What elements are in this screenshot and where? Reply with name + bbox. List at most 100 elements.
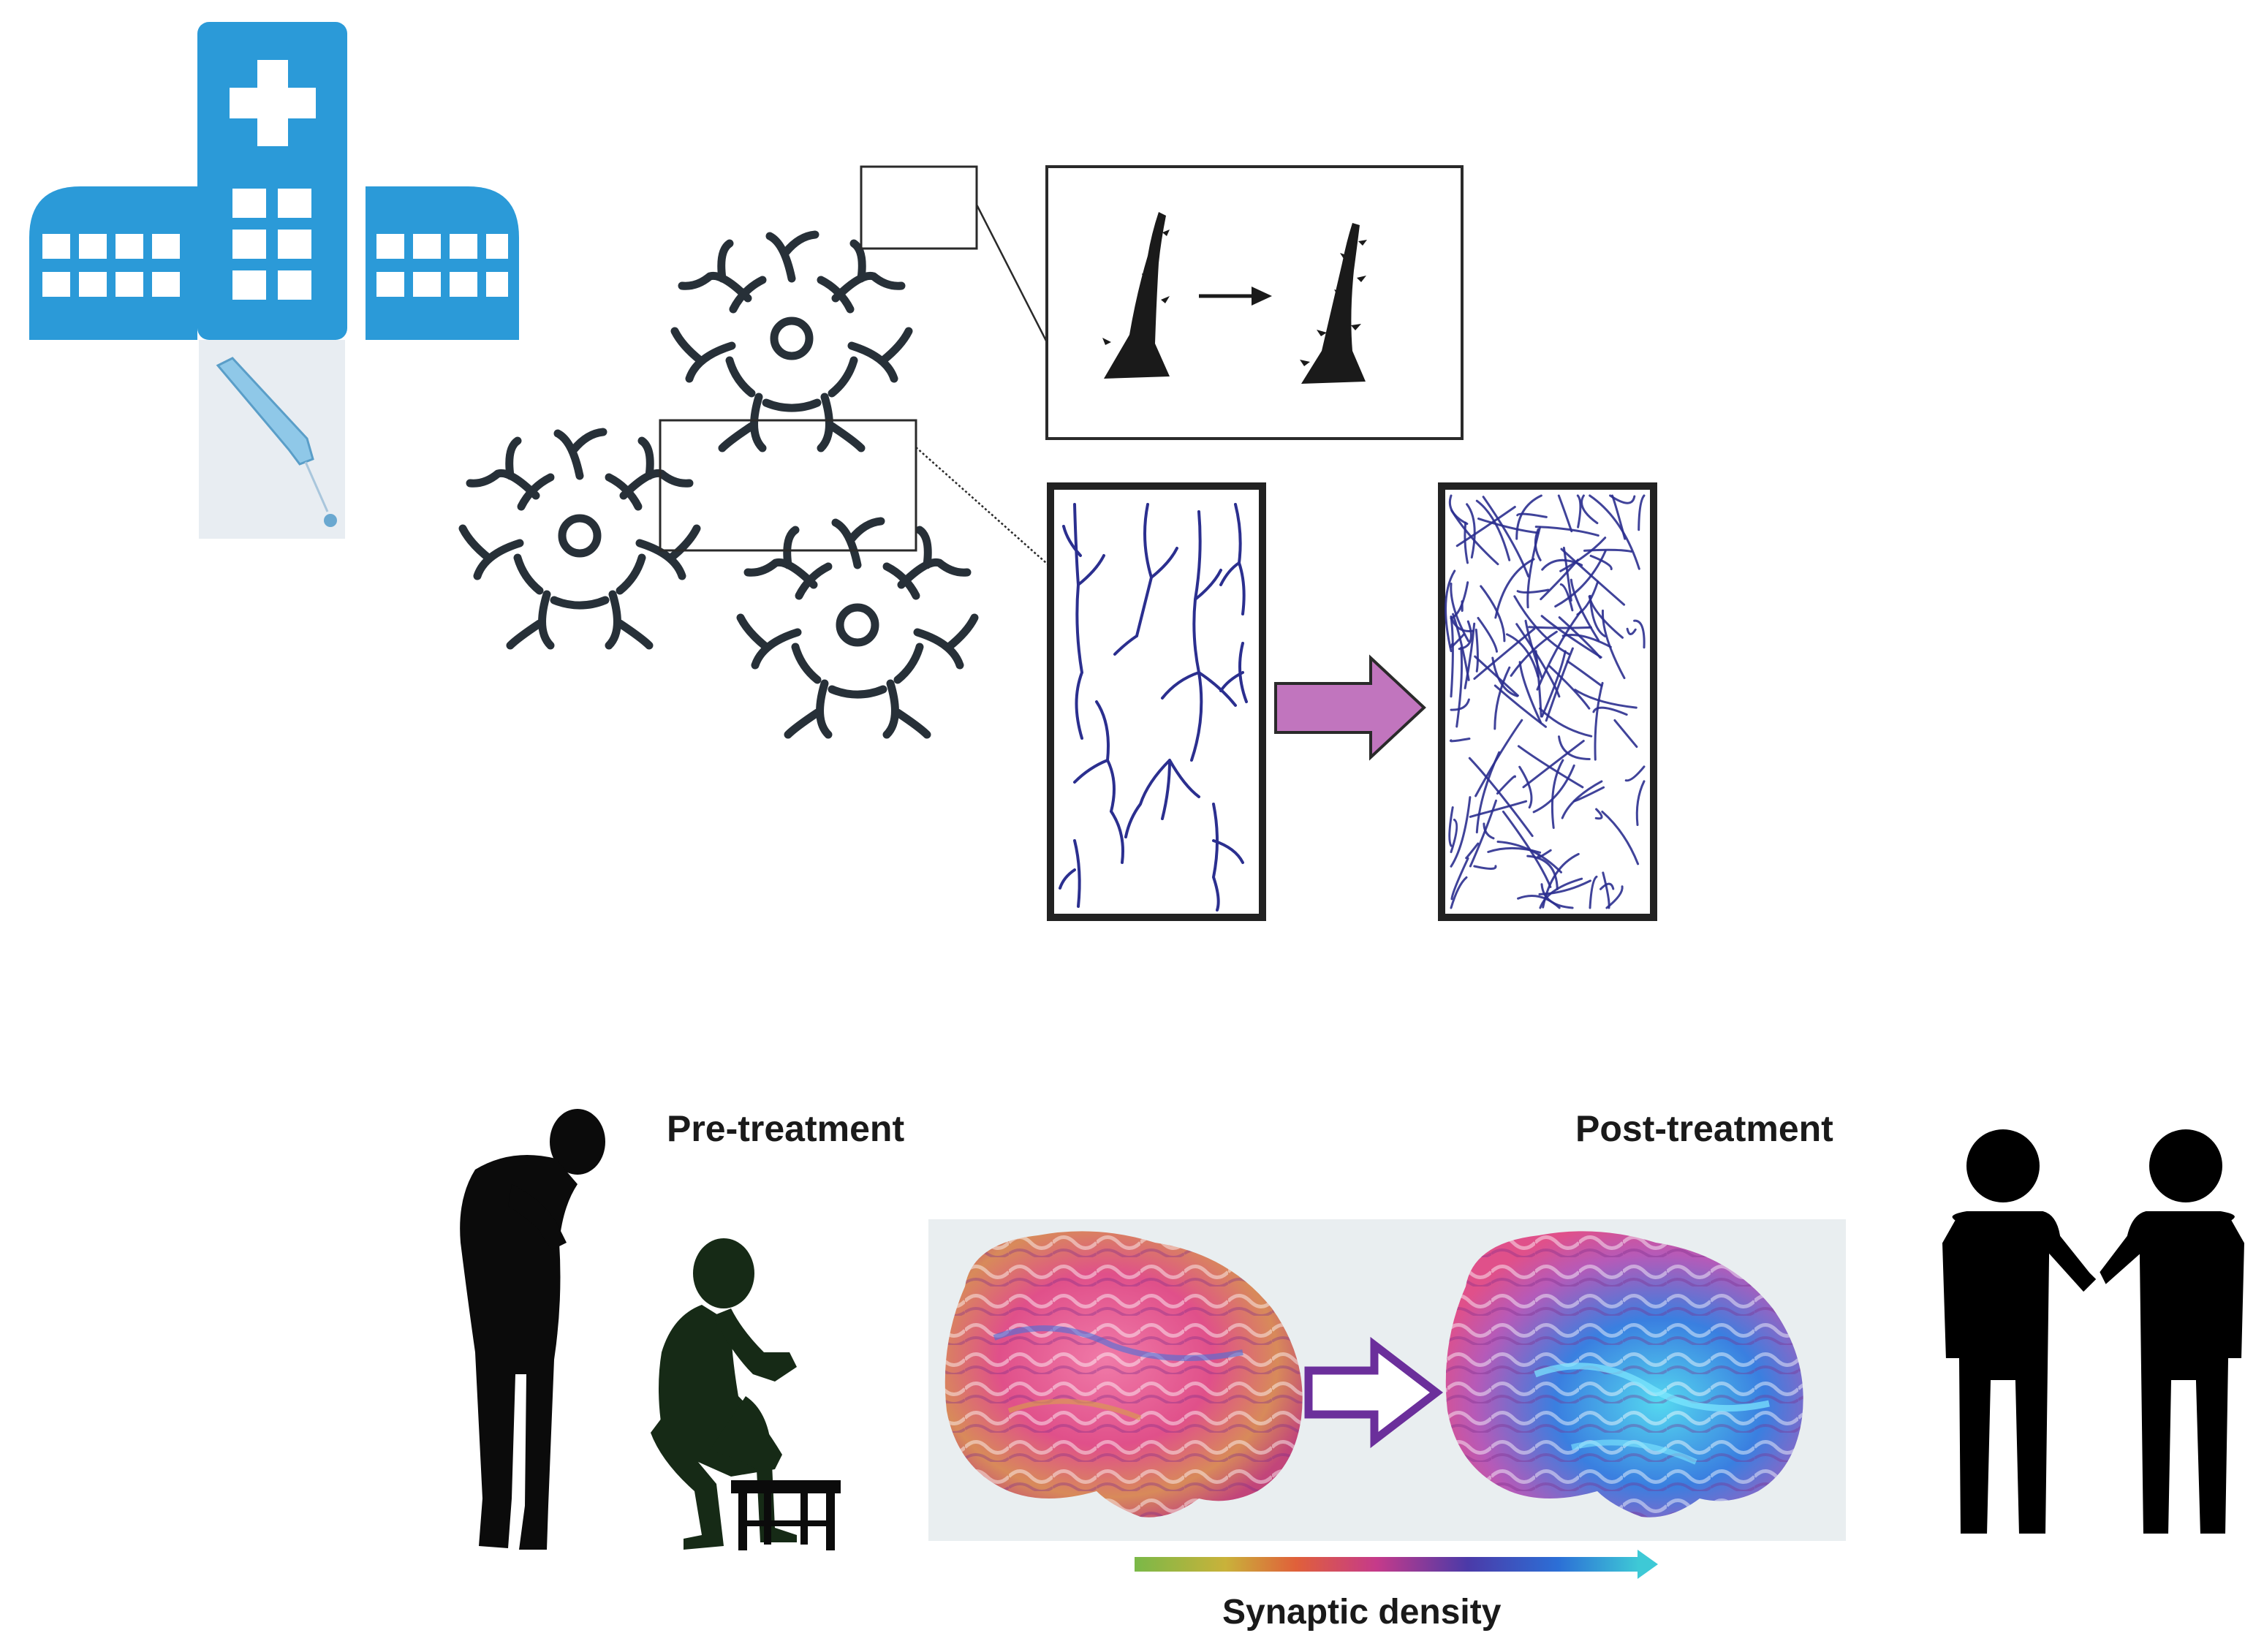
synaptic-density-arrow <box>1135 1550 1658 1579</box>
dendrite-branch <box>1609 494 1636 504</box>
dendrite-branch <box>1465 842 1480 860</box>
dendrite-branch <box>1539 877 1583 909</box>
dendrite-branch <box>1518 661 1542 724</box>
dendrite-branch <box>1601 609 1626 680</box>
hospital-icon <box>29 22 519 340</box>
dendrite-branch <box>1589 494 1640 570</box>
dendrite-branch <box>1526 526 1541 609</box>
iv-drip-icon <box>199 340 345 539</box>
dendrite-branch <box>1513 595 1570 656</box>
dendrite-branch <box>1589 554 1613 571</box>
dendrite-branch <box>1450 698 1470 711</box>
dendrite-branch <box>1450 615 1474 632</box>
dendrite-branch <box>1561 780 1603 819</box>
dendrite-branch <box>1592 706 1628 716</box>
dendrite-branch <box>1524 619 1543 679</box>
handshake-icon <box>1939 1129 2248 1537</box>
dendrite-branch <box>1574 689 1638 709</box>
dendrite-spine-icon <box>1300 223 1367 384</box>
dendrite-branch <box>1510 630 1558 677</box>
dendrite-branch <box>1475 499 1511 561</box>
dendrite-branch <box>1466 503 1476 559</box>
brain-icon <box>1445 1231 1803 1518</box>
dendrite-branch <box>1464 622 1476 689</box>
dendrite-branch <box>1559 537 1607 572</box>
arrow-right-icon <box>1199 287 1272 306</box>
dendrite-branch <box>1464 521 1469 564</box>
dendrite-branch <box>1576 494 1582 528</box>
dendrite-branch <box>1624 765 1646 782</box>
dendrite-branch <box>1613 719 1638 749</box>
dendrite-branch <box>1534 526 1599 537</box>
dendrite-branch <box>1554 550 1607 608</box>
dendrite-branch <box>1448 806 1454 847</box>
zoom-box-small <box>860 165 978 250</box>
arrow-right-icon <box>1274 654 1426 761</box>
dendrite-branch <box>1506 633 1540 678</box>
dendrite-branch <box>1468 757 1534 838</box>
arrow-right-icon <box>1304 1336 1444 1449</box>
dendrite-branch <box>1545 647 1574 722</box>
dendrite-branch <box>1445 569 1456 653</box>
dendrite-branch <box>1450 615 1454 698</box>
dendrite-branch <box>1633 619 1646 649</box>
dendrite-branch <box>1570 578 1600 642</box>
dendrite-density-panel-sparse <box>1047 482 1266 921</box>
dendrite-branch <box>1540 883 1574 909</box>
dendrite-branch <box>1494 558 1535 619</box>
dendrite-branch <box>1474 719 1523 797</box>
dendrite-branch <box>1560 547 1626 606</box>
dendrite-branch <box>1626 627 1637 636</box>
zoom-indicators <box>659 165 1053 569</box>
dendrite-branch <box>1474 629 1479 672</box>
dendrite-branch <box>1482 496 1530 577</box>
dendrite-branch <box>1502 810 1552 888</box>
dendrite-branch <box>1475 751 1501 834</box>
dendrite-branch <box>1580 494 1599 525</box>
dendrite-branch <box>1477 617 1498 653</box>
dendrite-branch <box>1493 666 1511 730</box>
dendrite-branch <box>1517 745 1584 789</box>
dendrite-branch <box>1496 775 1516 795</box>
post-treatment-label: Post-treatment <box>1575 1108 1833 1149</box>
dendrite-branch <box>1601 811 1640 865</box>
dendrite-branch <box>1515 494 1542 540</box>
dendrite-branch <box>1526 855 1559 890</box>
dendrite-branch <box>1559 583 1574 612</box>
dendrite-branch <box>1473 865 1497 870</box>
dendrite-branch <box>1589 875 1598 909</box>
dendrite-branch <box>1562 546 1572 602</box>
neuron-icon <box>458 230 979 739</box>
dendrite-branch <box>1518 765 1533 809</box>
dendrite-branch <box>1638 494 1646 531</box>
dendrite-branch <box>1450 796 1472 868</box>
dendrite-branch <box>1599 882 1615 890</box>
dendrite-branch <box>1557 494 1573 533</box>
dendrite-branch <box>1541 558 1583 571</box>
dendrite-branch <box>1537 849 1552 859</box>
dendrite-branch <box>1450 857 1469 901</box>
dendrite-density-panel-dense <box>1438 482 1657 921</box>
dendrite-branch <box>1576 580 1599 616</box>
dendrite-branch <box>1528 626 1592 629</box>
dendrite-branch <box>1540 615 1602 659</box>
dendrite-branch <box>1455 506 1516 547</box>
brain-icon <box>944 1231 1303 1518</box>
dendrite-spine-icon <box>1102 212 1170 379</box>
dendrite-branch <box>1551 759 1564 829</box>
dendrite-branch <box>1449 738 1471 743</box>
dendrite-branch <box>1605 885 1624 909</box>
person-bowing-icon <box>460 1109 605 1550</box>
dendrite-branch <box>1483 822 1495 840</box>
dendrite-spine-panel <box>1045 165 1464 440</box>
dendrite-branch <box>1548 664 1591 710</box>
dendrite-branch <box>1450 583 1470 643</box>
dendrite-branch <box>1450 509 1499 566</box>
dendrite-branch <box>1450 876 1468 909</box>
dendrite-branch <box>1516 512 1548 518</box>
dendrite-branch <box>1594 808 1603 820</box>
dendrite-branch <box>1469 800 1528 818</box>
dendrite-branch <box>1532 764 1575 814</box>
synaptic-density-label: Synaptic density <box>1222 1593 1502 1632</box>
